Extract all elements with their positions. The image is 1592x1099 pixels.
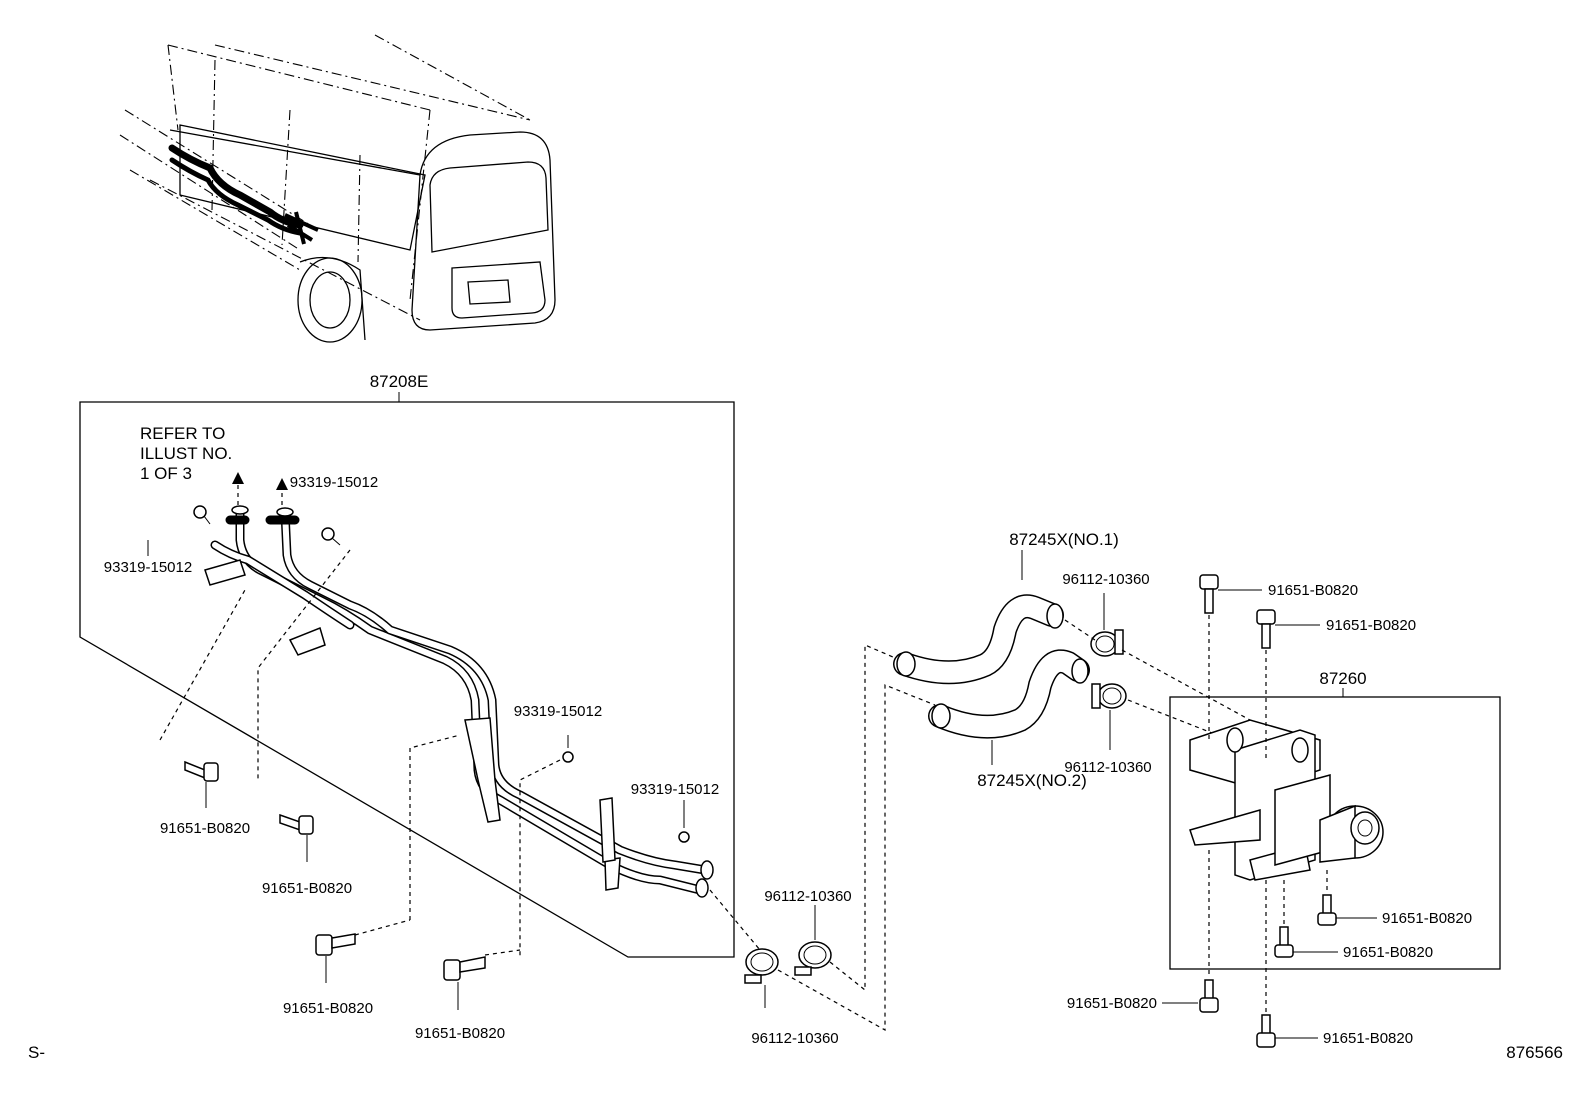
clamp-b: 96112-10360 xyxy=(764,888,852,976)
bolt-label-a: 91651-B0820 xyxy=(160,820,250,837)
bolt-c: 91651-B0820 xyxy=(283,933,373,1017)
vehicle-illustration xyxy=(119,34,556,343)
valve-assy-label: 87260 xyxy=(1319,669,1366,688)
hose-no1-label: 87245X(NO.1) xyxy=(1009,530,1119,549)
screw-top: 93319-15012 xyxy=(257,474,378,780)
bolt-b: 91651-B0820 xyxy=(262,813,352,897)
clamp-c: 96112-10360 xyxy=(1062,571,1150,657)
refer-line-3: 1 OF 3 xyxy=(140,464,192,483)
clamp-label-a: 96112-10360 xyxy=(751,1030,838,1047)
leader-line xyxy=(1121,649,1251,721)
refer-note: REFER TO ILLUST NO. 1 OF 3 xyxy=(140,424,288,505)
clamp-group-upper: 96112-10360 96112-10360 xyxy=(1062,571,1251,776)
screw-label-b: 93319-15012 xyxy=(290,474,378,491)
leader-line xyxy=(354,919,411,936)
bolt-label-g: 91651-B0820 xyxy=(1382,910,1472,927)
page-prefix: S- xyxy=(28,1043,45,1062)
refer-line-1: REFER TO xyxy=(140,424,225,443)
valve-assembly-box: 87260 xyxy=(1169,669,1501,970)
leader-line xyxy=(709,889,761,951)
screw-right: 93319-15012 xyxy=(631,781,719,843)
hose-no1: 87245X(NO.1) xyxy=(893,530,1119,685)
bolt-e: 91651-B0820 xyxy=(1199,574,1358,740)
screw-label-a: 93319-15012 xyxy=(104,559,192,576)
screw-mid: 93319-15012 xyxy=(514,703,602,958)
bolt-label-h: 91651-B0820 xyxy=(1343,944,1433,961)
clamp-d: 96112-10360 xyxy=(1064,683,1152,776)
tube-assembly-box: 87208E xyxy=(79,372,735,958)
arrow-up-icon xyxy=(232,472,244,484)
bolt-group-left: 91651-B0820 91651-B0820 91651-B0820 9165… xyxy=(160,760,505,1042)
leader-line xyxy=(1064,619,1096,641)
leader-line xyxy=(409,734,461,920)
bolt-h: 91651-B0820 xyxy=(1274,880,1433,961)
bolt-label-j: 91651-B0820 xyxy=(1323,1030,1413,1047)
illustration-number: 876566 xyxy=(1506,1043,1563,1062)
bolt-i: 91651-B0820 xyxy=(1067,850,1219,1013)
water-valve xyxy=(1189,719,1384,881)
bolt-label-c: 91651-B0820 xyxy=(283,1000,373,1017)
screw-left: 93319-15012 xyxy=(104,505,246,741)
bolt-label-i: 91651-B0820 xyxy=(1067,995,1157,1012)
bolt-d: 91651-B0820 xyxy=(415,956,505,1042)
leader-line xyxy=(777,684,936,1032)
arrow-up-icon xyxy=(276,478,288,490)
clamp-label-c: 96112-10360 xyxy=(1062,571,1149,588)
heater-water-tubes xyxy=(204,505,714,898)
hose-no2-label: 87245X(NO.2) xyxy=(977,771,1087,790)
bolt-g: 91651-B0820 xyxy=(1317,870,1472,927)
clamp-label-b: 96112-10360 xyxy=(764,888,851,905)
clamp-group-bottom: 96112-10360 96112-10360 xyxy=(744,888,852,1047)
refer-line-2: ILLUST NO. xyxy=(140,444,232,463)
hose-no2: 87245X(NO.2) xyxy=(928,649,1090,790)
bolt-label-b: 91651-B0820 xyxy=(262,880,352,897)
bolt-label-e: 91651-B0820 xyxy=(1268,582,1358,599)
clamp-label-d: 96112-10360 xyxy=(1064,759,1151,776)
leader-line xyxy=(829,644,901,992)
screw-label-d: 93319-15012 xyxy=(631,781,719,798)
bolt-a: 91651-B0820 xyxy=(160,760,250,837)
assy-tube-label: 87208E xyxy=(370,372,429,391)
bolt-f: 91651-B0820 xyxy=(1256,609,1416,760)
bolt-j: 91651-B0820 xyxy=(1256,880,1413,1048)
bolt-group-right: 91651-B0820 91651-B0820 91651-B0820 9165… xyxy=(1067,574,1472,1048)
bolt-label-d: 91651-B0820 xyxy=(415,1025,505,1042)
leader-line xyxy=(484,949,521,956)
bolt-label-f: 91651-B0820 xyxy=(1326,617,1416,634)
screw-label-c: 93319-15012 xyxy=(514,703,602,720)
clamp-a: 96112-10360 xyxy=(744,948,839,1047)
